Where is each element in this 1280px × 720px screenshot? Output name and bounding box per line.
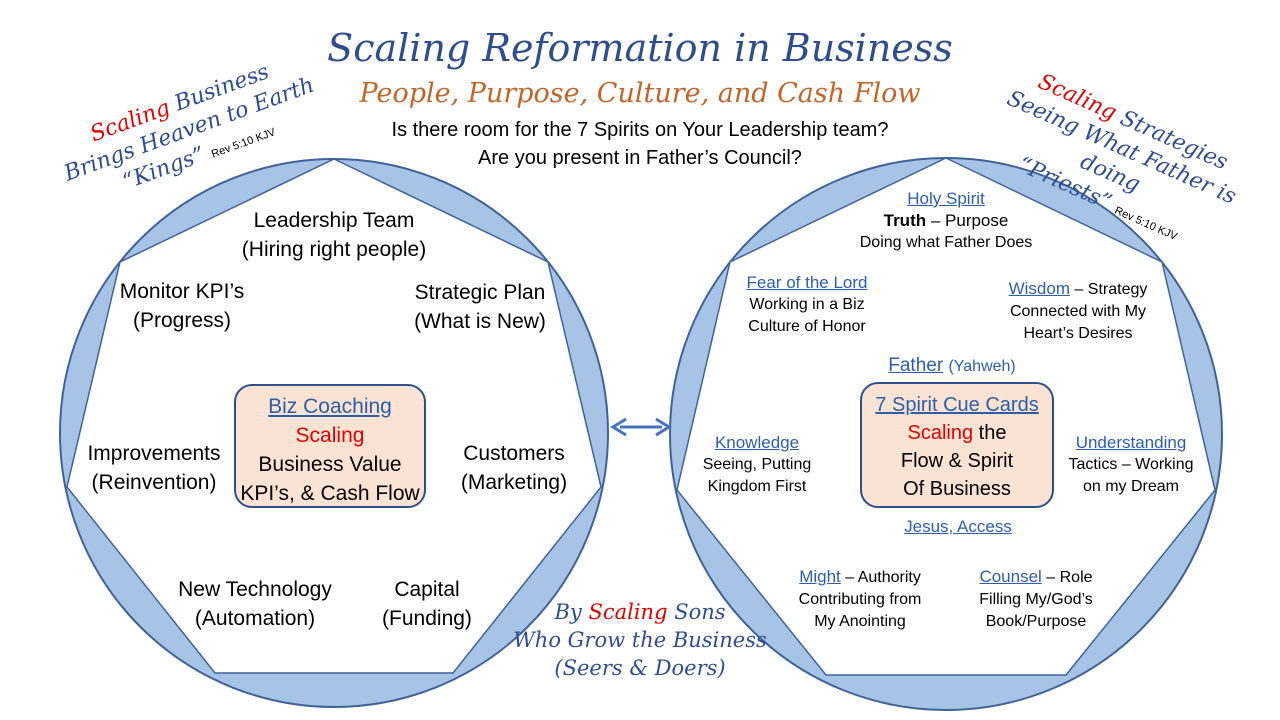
biz-coaching-line4: KPI’s, & Cash Flow: [240, 482, 420, 505]
label-holy-spirit: Holy Spirit Truth – Purpose Doing what F…: [826, 188, 1066, 254]
label-leadership-team: Leadership Team (Hiring right people): [214, 206, 454, 264]
counsel-role: – Role: [1041, 569, 1093, 586]
question-line-1: Is there room for the 7 Spirits on Your …: [391, 119, 889, 141]
question-line-2: Are you present in Father’s Council?: [478, 147, 802, 169]
might-line2: Contributing from: [798, 591, 922, 608]
wisdom-heading[interactable]: Wisdom: [1008, 279, 1071, 298]
fear-line2: Working in a Biz: [749, 296, 865, 313]
customers-line2: (Marketing): [460, 471, 568, 494]
wisdom-strategy: – Strategy: [1070, 281, 1148, 298]
label-capital: Capital (Funding): [367, 575, 487, 633]
customers-line1: Customers: [463, 442, 565, 465]
monitor-line2: (Progress): [132, 309, 232, 332]
label-monitor-kpis: Monitor KPI’s (Progress): [102, 277, 262, 335]
double-arrow-icon: [610, 417, 672, 437]
counsel-line2: Filling My/God’s: [979, 591, 1093, 608]
strategic-line2: (What is New): [414, 310, 546, 333]
bottom-caption-line3: (Seers & Doers): [554, 656, 726, 680]
fear-heading[interactable]: Fear of the Lord: [746, 273, 868, 292]
bottom-caption-sons: Sons: [674, 600, 726, 624]
holy-spirit-purpose: – Purpose: [926, 211, 1009, 230]
cue-cards-line4: Of Business: [903, 478, 1011, 500]
cue-cards-line3: Flow & Spirit: [900, 450, 1014, 472]
cue-cards-heading[interactable]: 7 Spirit Cue Cards: [875, 394, 1039, 416]
leadership-line2: (Hiring right people): [241, 238, 427, 261]
label-wisdom: Wisdom – Strategy Connected with My Hear…: [990, 278, 1166, 345]
label-improvements: Improvements (Reinvention): [74, 439, 234, 497]
bottom-caption-by: By: [554, 600, 582, 624]
holy-spirit-heading[interactable]: Holy Spirit: [907, 189, 985, 208]
label-fear-of-the-lord: Fear of the Lord Working in a Biz Cultur…: [722, 272, 892, 338]
understanding-line2: Tactics – Working: [1068, 456, 1194, 473]
knowledge-line3: Kingdom First: [707, 478, 807, 495]
cue-cards-box: 7 Spirit Cue Cards Scaling the Flow & Sp…: [860, 382, 1054, 508]
monitor-line1: Monitor KPI’s: [119, 280, 245, 303]
might-authority: – Authority: [840, 569, 921, 586]
holy-spirit-truth: Truth: [883, 211, 927, 230]
might-line3: My Anointing: [814, 613, 906, 630]
page-title: Scaling Reformation in Business: [327, 26, 953, 70]
understanding-heading[interactable]: Understanding: [1075, 433, 1187, 452]
father-paren: (Yahweh): [948, 358, 1016, 375]
biz-coaching-heading[interactable]: Biz Coaching: [268, 395, 392, 418]
label-strategic-plan: Strategic Plan (What is New): [400, 278, 560, 336]
bottom-caption-scaling: Scaling: [588, 600, 668, 624]
label-might: Might – Authority Contributing from My A…: [776, 566, 944, 633]
label-father: Father (Yahweh): [852, 353, 1052, 380]
biz-coaching-line3: Business Value: [258, 453, 402, 476]
counsel-line3: Book/Purpose: [985, 613, 1087, 630]
page-subtitle: People, Purpose, Culture, and Cash Flow: [359, 78, 921, 109]
label-knowledge: Knowledge Seeing, Putting Kingdom First: [690, 432, 824, 498]
counsel-heading[interactable]: Counsel: [979, 567, 1042, 586]
biz-coaching-scaling: Scaling: [295, 424, 365, 447]
capital-line1: Capital: [394, 578, 460, 601]
cue-cards-scaling: Scaling: [907, 422, 974, 444]
might-heading[interactable]: Might: [799, 567, 841, 586]
technology-line1: New Technology: [178, 578, 332, 601]
label-understanding: Understanding Tactics – Working on my Dr…: [1056, 432, 1206, 498]
technology-line2: (Automation): [194, 607, 316, 630]
improvements-line2: (Reinvention): [91, 471, 217, 494]
wisdom-line2: Connected with My: [1009, 303, 1147, 320]
label-customers: Customers (Marketing): [444, 439, 584, 497]
biz-coaching-box: Biz Coaching Scaling Business Value KPI’…: [234, 384, 426, 508]
understanding-line3: on my Dream: [1082, 478, 1180, 495]
leadership-line1: Leadership Team: [253, 209, 415, 232]
father-main[interactable]: Father: [888, 355, 944, 376]
bottom-caption: By Scaling Sons Who Grow the Business (S…: [500, 598, 780, 682]
fear-line3: Culture of Honor: [748, 318, 866, 335]
bottom-caption-line2: Who Grow the Business: [513, 628, 767, 652]
knowledge-line2: Seeing, Putting: [702, 456, 812, 473]
wisdom-line3: Heart’s Desires: [1023, 325, 1133, 342]
label-jesus-access[interactable]: Jesus, Access: [904, 517, 1012, 536]
cue-cards-the: the: [973, 422, 1007, 444]
label-counsel: Counsel – Role Filling My/God’s Book/Pur…: [958, 566, 1114, 633]
capital-line2: (Funding): [382, 607, 472, 630]
label-new-technology: New Technology (Automation): [165, 575, 345, 633]
improvements-line1: Improvements: [87, 442, 221, 465]
strategic-line1: Strategic Plan: [414, 281, 546, 304]
knowledge-heading[interactable]: Knowledge: [714, 433, 800, 452]
holy-spirit-line3: Doing what Father Does: [859, 234, 1033, 251]
